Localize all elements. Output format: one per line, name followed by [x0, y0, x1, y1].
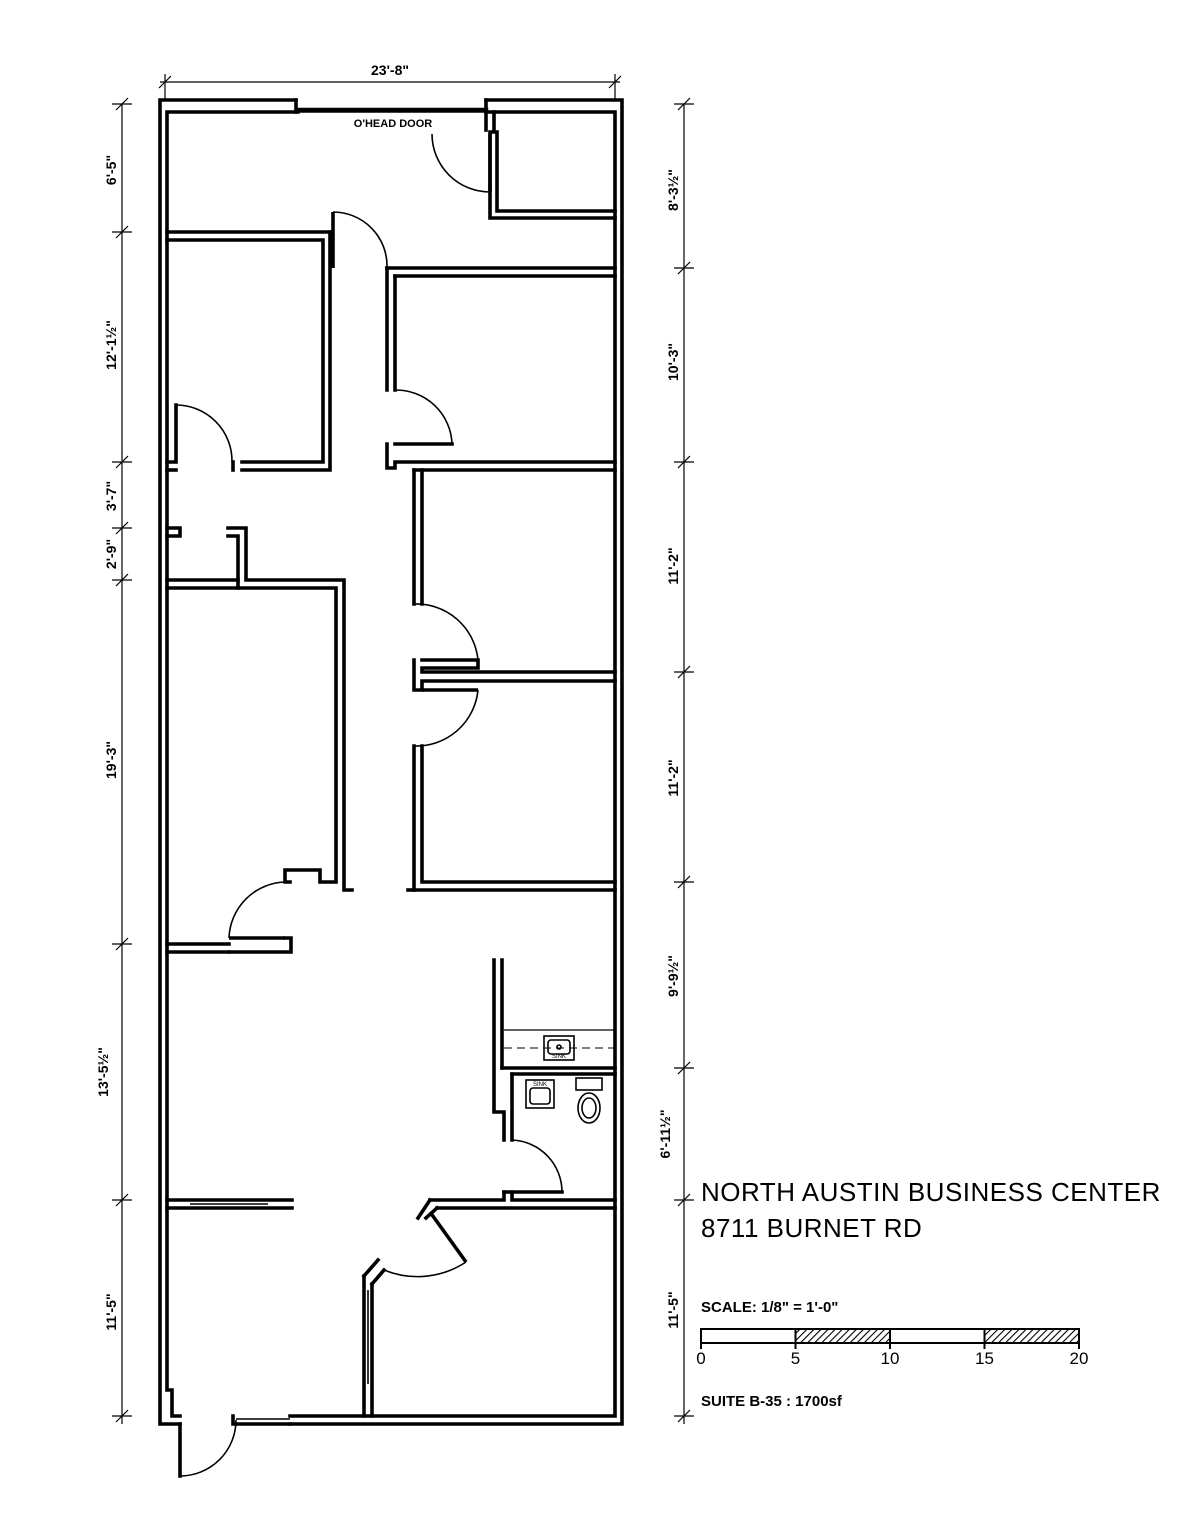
dim-left-5: 19'-3": [103, 741, 119, 779]
door-top-closet: [431, 133, 492, 193]
door-left-office-2: [228, 881, 286, 940]
door-right-office-2: [413, 603, 479, 661]
scale-bar-label: 10: [881, 1349, 900, 1368]
dim-left-2: 12'-1½": [103, 320, 119, 370]
fixtures: SINK SINK: [504, 1029, 615, 1124]
scale-bar-label: 5: [791, 1349, 800, 1368]
title-block: NORTH AUSTIN BUSINESS CENTER 8711 BURNET…: [696, 1177, 1161, 1410]
door-front-entry: [179, 1419, 237, 1477]
dim-right-6: 6'-11½": [657, 1110, 673, 1159]
suite-area: SUITE B-35 : 1700sf: [701, 1393, 843, 1410]
dim-top-width: 23'-8": [371, 62, 409, 78]
dim-left-3: 3'-7": [103, 481, 119, 511]
dim-right-2: 10'-3": [665, 343, 681, 381]
doors: [175, 133, 563, 1477]
door-bottom-office: [383, 1210, 468, 1278]
interior-walls: [165, 110, 617, 1418]
building-address: 8711 BURNET RD: [701, 1213, 922, 1243]
top-dimension: 23'-8": [158, 62, 622, 100]
left-dimension-chain: 6'-5" 12'-1½" 3'-7" 2'-9" 19'-3" 13'-5½"…: [95, 97, 132, 1424]
dim-right-3: 11'-2": [665, 547, 681, 584]
dim-left-1: 6'-5": [103, 155, 119, 185]
door-left-office-1: [175, 404, 233, 463]
scale-bar-label: 0: [696, 1349, 705, 1368]
kitchen-sink-icon: SINK: [543, 1035, 575, 1061]
sink-label: SINK: [552, 1054, 566, 1060]
scale-bar-label: 15: [975, 1349, 994, 1368]
toilet-icon: [575, 1077, 603, 1124]
door-right-office-1: [394, 389, 453, 445]
exterior-walls: [158, 98, 624, 1478]
scale-bar-segment: [983, 1328, 1080, 1344]
right-dimension-chain: 8'-3½" 10'-3" 11'-2" 11'-2" 9'-9½" 6'-11…: [657, 97, 694, 1424]
dim-right-5: 9'-9½": [665, 955, 681, 997]
scale-bar-segment: [700, 1328, 797, 1344]
door-hall-top: [332, 211, 388, 269]
dim-right-7: 11'-5": [665, 1291, 681, 1328]
dim-left-6: 13'-5½": [95, 1047, 111, 1097]
lavatory-icon: SINK: [525, 1079, 555, 1109]
dim-left-7: 11'-5": [103, 1293, 119, 1330]
scale-bar-segment: [794, 1328, 891, 1344]
scale-text: SCALE: 1/8" = 1'-0": [701, 1299, 838, 1316]
dim-right-1: 8'-3½": [665, 169, 681, 211]
scale-bar-segment: [889, 1328, 986, 1344]
dim-left-4: 2'-9": [103, 539, 119, 569]
building-name: NORTH AUSTIN BUSINESS CENTER: [701, 1177, 1161, 1207]
door-right-office-3: [413, 688, 479, 747]
scale-bar: 0 5 10 15 20: [696, 1328, 1089, 1368]
scale-bar-label: 20: [1070, 1349, 1089, 1368]
dim-right-4: 11'-2": [665, 759, 681, 796]
overhead-door-label: O'HEAD DOOR: [354, 118, 432, 130]
sink-label-2: SINK: [533, 1082, 547, 1088]
door-restroom: [511, 1139, 563, 1193]
